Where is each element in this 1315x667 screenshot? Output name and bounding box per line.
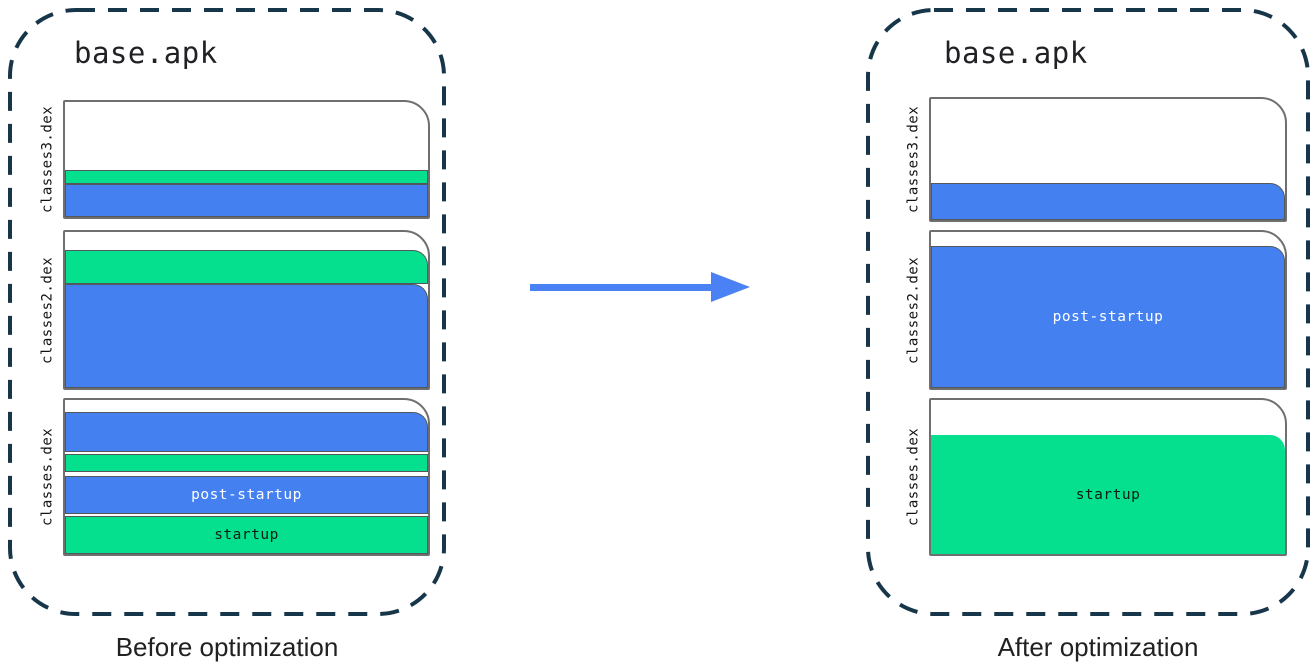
- post-startup-segment: [65, 412, 428, 452]
- apk-title: base.apk: [944, 36, 1088, 70]
- post-startup-segment: post-startup: [65, 476, 428, 514]
- after-panel: base.apk classes3.dex classes2.dex post-st…: [866, 8, 1310, 616]
- dex-file-label: classes3.dex: [905, 105, 922, 214]
- file-row-classes-dex: classes.dex startup: [898, 398, 1287, 556]
- file-row-classes3-dex: classes3.dex: [32, 100, 430, 219]
- startup-segment: [65, 170, 428, 184]
- dex-page: startup: [929, 398, 1287, 556]
- file-row-classes3-dex: classes3.dex: [898, 97, 1287, 222]
- dex-file-label: classes3.dex: [39, 105, 56, 214]
- dex-file-label: classes2.dex: [905, 256, 922, 364]
- after-caption: After optimization: [997, 632, 1199, 662]
- arrow-shaft: [530, 284, 713, 291]
- arrow-head: [711, 272, 750, 302]
- startup-segment: startup: [931, 435, 1285, 554]
- dex-page: post-startup startup: [63, 398, 430, 556]
- free-space-segment: [931, 232, 1285, 246]
- post-startup-segment: [931, 183, 1285, 220]
- apk-title: base.apk: [74, 36, 218, 70]
- right-arrow-icon: [530, 270, 752, 304]
- segment-label: startup: [1075, 486, 1141, 503]
- free-space-segment: [931, 99, 1285, 183]
- segment-label: post-startup: [1052, 309, 1164, 325]
- post-startup-segment: post-startup: [931, 246, 1285, 388]
- dex-page: [929, 97, 1287, 222]
- dex-file-label: classes2.dex: [39, 256, 56, 364]
- file-row-classes2-dex: classes2.dex post-startup: [898, 230, 1287, 390]
- before-caption: Before optimization: [115, 632, 339, 662]
- dex-file-label: classes.dex: [905, 427, 922, 527]
- free-space-segment: [65, 232, 428, 250]
- before-panel: base.apk classes3.dex classes2.dex classes…: [8, 8, 446, 616]
- post-startup-segment: [65, 184, 428, 217]
- file-row-classes-dex: classes.dex post-startup startup: [32, 398, 430, 556]
- post-startup-segment: [65, 284, 428, 388]
- startup-segment: [65, 454, 428, 472]
- dex-page: [63, 230, 430, 390]
- segment-label: startup: [214, 527, 279, 543]
- dex-page: post-startup: [929, 230, 1287, 390]
- dex-file-label: classes.dex: [39, 427, 56, 527]
- segment-label: post-startup: [191, 487, 302, 503]
- free-space-segment: [931, 400, 1285, 435]
- startup-segment: [65, 250, 428, 284]
- startup-segment: startup: [65, 516, 428, 554]
- free-space-segment: [65, 102, 428, 170]
- file-row-classes2-dex: classes2.dex: [32, 230, 430, 390]
- dex-page: [63, 100, 430, 219]
- free-space-segment: [65, 400, 428, 412]
